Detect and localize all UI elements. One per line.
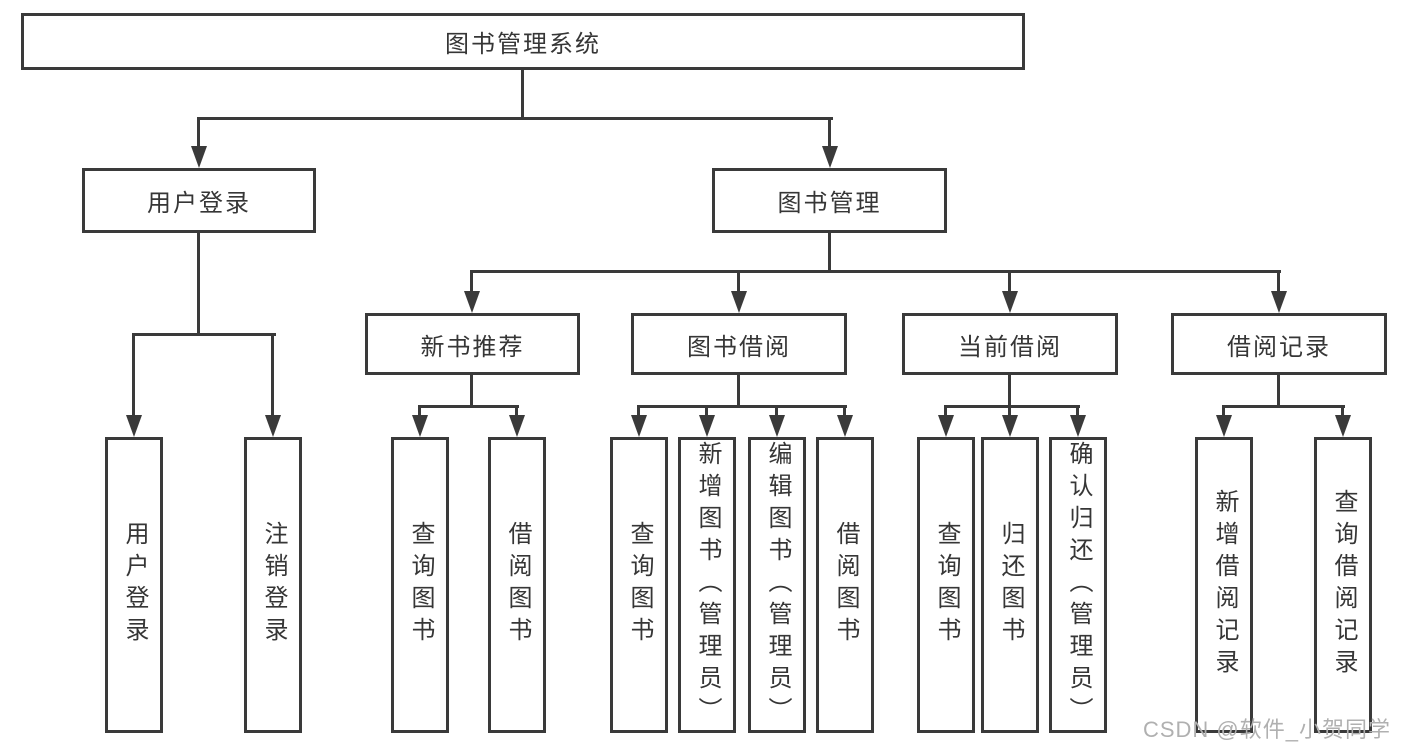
connector-book-mgmt-drop: [828, 118, 831, 148]
leaf-query-borrow-record: 查询借阅记录: [1314, 437, 1372, 733]
leaf-borrow-books-recommend-label: 借阅图书: [504, 521, 531, 649]
connector-borrow-rec-stem: [1277, 372, 1280, 408]
connector-new-rec-stem: [470, 372, 473, 408]
node-new-book-recommend: 新书推荐: [365, 313, 580, 375]
arrowhead-bb-edit: [769, 415, 785, 437]
arrowhead-borrow-rec: [1271, 291, 1287, 313]
leaf-add-borrow-record-label: 新增借阅记录: [1211, 489, 1238, 681]
connector-nb-borrow-drop: [515, 405, 518, 418]
arrowhead-book-mgmt: [822, 146, 838, 168]
arrowhead-bb-add: [699, 415, 715, 437]
connector-br-query-drop: [1341, 405, 1344, 418]
connector-level2-bus: [470, 270, 1281, 273]
node-current-borrowing-label: 当前借阅: [958, 333, 1062, 361]
leaf-edit-book-admin-label: 编辑图书（管理员）: [764, 441, 791, 729]
node-current-borrowing: 当前借阅: [902, 313, 1118, 375]
leaf-query-books-borrowing-label: 查询图书: [626, 521, 653, 649]
arrowhead-new-rec: [464, 291, 480, 313]
leaf-query-books-borrowing: 查询图书: [610, 437, 668, 733]
connector-leaf-login-drop: [132, 333, 135, 417]
node-user-login: 用户登录: [82, 168, 316, 233]
arrowhead-nb-borrow: [509, 415, 525, 437]
leaf-confirm-return-admin: 确认归还（管理员）: [1049, 437, 1107, 733]
leaf-add-book-admin: 新增图书（管理员）: [678, 437, 736, 733]
connector-user-login-bus: [132, 333, 276, 336]
connector-book-mgmt-stem: [828, 230, 831, 273]
leaf-query-books-recommend-label: 查询图书: [407, 521, 434, 649]
arrowhead-leaf-login: [126, 415, 142, 437]
arrowhead-bb-query: [631, 415, 647, 437]
leaf-query-books-current-label: 查询图书: [933, 521, 960, 649]
connector-borrow-rec-drop: [1277, 270, 1280, 295]
leaf-query-books-recommend: 查询图书: [391, 437, 449, 733]
connector-cur-borrow-stem: [1008, 372, 1011, 408]
connector-user-login-drop: [197, 118, 200, 148]
node-book-borrowing: 图书借阅: [631, 313, 847, 375]
leaf-borrow-books-label: 借阅图书: [832, 521, 859, 649]
connector-cb-return-drop: [1008, 405, 1011, 418]
leaf-edit-book-admin: 编辑图书（管理员）: [748, 437, 806, 733]
node-new-book-recommend-label: 新书推荐: [420, 333, 525, 361]
node-borrow-records: 借阅记录: [1171, 313, 1387, 375]
connector-root-stem: [521, 66, 524, 120]
connector-bb-borrow-drop: [843, 405, 846, 418]
leaf-add-book-admin-label: 新增图书（管理员）: [694, 441, 721, 729]
arrowhead-nb-query: [412, 415, 428, 437]
connector-cur-borrow-drop: [1008, 270, 1011, 295]
node-book-borrowing-label: 图书借阅: [687, 333, 791, 361]
leaf-return-book-label: 归还图书: [997, 521, 1024, 649]
leaf-return-book: 归还图书: [981, 437, 1039, 733]
connector-book-borrow-bus: [637, 405, 847, 408]
connector-new-rec-bus: [418, 405, 519, 408]
connector-nb-query-drop: [418, 405, 421, 418]
node-user-login-label: 用户登录: [147, 190, 251, 217]
arrowhead-cb-confirm: [1070, 415, 1086, 437]
connector-bb-edit-drop: [775, 405, 778, 418]
node-book-management-label: 图书管理: [777, 190, 882, 217]
arrowhead-user-login: [191, 146, 207, 168]
connector-cb-confirm-drop: [1076, 405, 1079, 418]
connector-cb-query-drop: [944, 405, 947, 418]
connector-user-login-stem: [197, 230, 200, 336]
arrowhead-br-query: [1335, 415, 1351, 437]
arrowhead-book-borrow: [731, 291, 747, 313]
leaf-user-login-label: 用户登录: [121, 521, 148, 649]
arrowhead-cb-query: [938, 415, 954, 437]
connector-book-borrow-stem: [737, 372, 740, 408]
arrowhead-br-add: [1216, 415, 1232, 437]
leaf-query-books-current: 查询图书: [917, 437, 975, 733]
node-root-label: 图书管理系统: [445, 31, 601, 58]
connector-bb-query-drop: [637, 405, 640, 418]
arrowhead-cur-borrow: [1002, 291, 1018, 313]
node-book-management: 图书管理: [712, 168, 947, 233]
node-borrow-records-label: 借阅记录: [1227, 333, 1331, 361]
leaf-query-borrow-record-label: 查询借阅记录: [1330, 489, 1357, 681]
connector-new-rec-drop: [470, 270, 473, 295]
connector-book-borrow-drop: [737, 270, 740, 295]
arrowhead-cb-return: [1002, 415, 1018, 437]
leaf-logout-label: 注销登录: [260, 521, 287, 649]
csdn-watermark: CSDN @软件_小贺同学: [1142, 717, 1391, 742]
leaf-borrow-books: 借阅图书: [816, 437, 874, 733]
connector-level1-bus: [197, 117, 833, 120]
leaf-add-borrow-record: 新增借阅记录: [1195, 437, 1253, 733]
connector-leaf-logout-drop: [271, 333, 274, 417]
connector-br-add-drop: [1222, 405, 1225, 418]
leaf-confirm-return-admin-label: 确认归还（管理员）: [1065, 441, 1092, 729]
connector-cur-borrow-bus: [944, 405, 1080, 408]
leaf-user-login: 用户登录: [105, 437, 163, 733]
node-root: 图书管理系统: [21, 13, 1025, 70]
leaf-logout: 注销登录: [244, 437, 302, 733]
arrowhead-bb-borrow: [837, 415, 853, 437]
arrowhead-leaf-logout: [265, 415, 281, 437]
connector-bb-add-drop: [705, 405, 708, 418]
leaf-borrow-books-recommend: 借阅图书: [488, 437, 546, 733]
connector-borrow-rec-bus: [1222, 405, 1345, 408]
